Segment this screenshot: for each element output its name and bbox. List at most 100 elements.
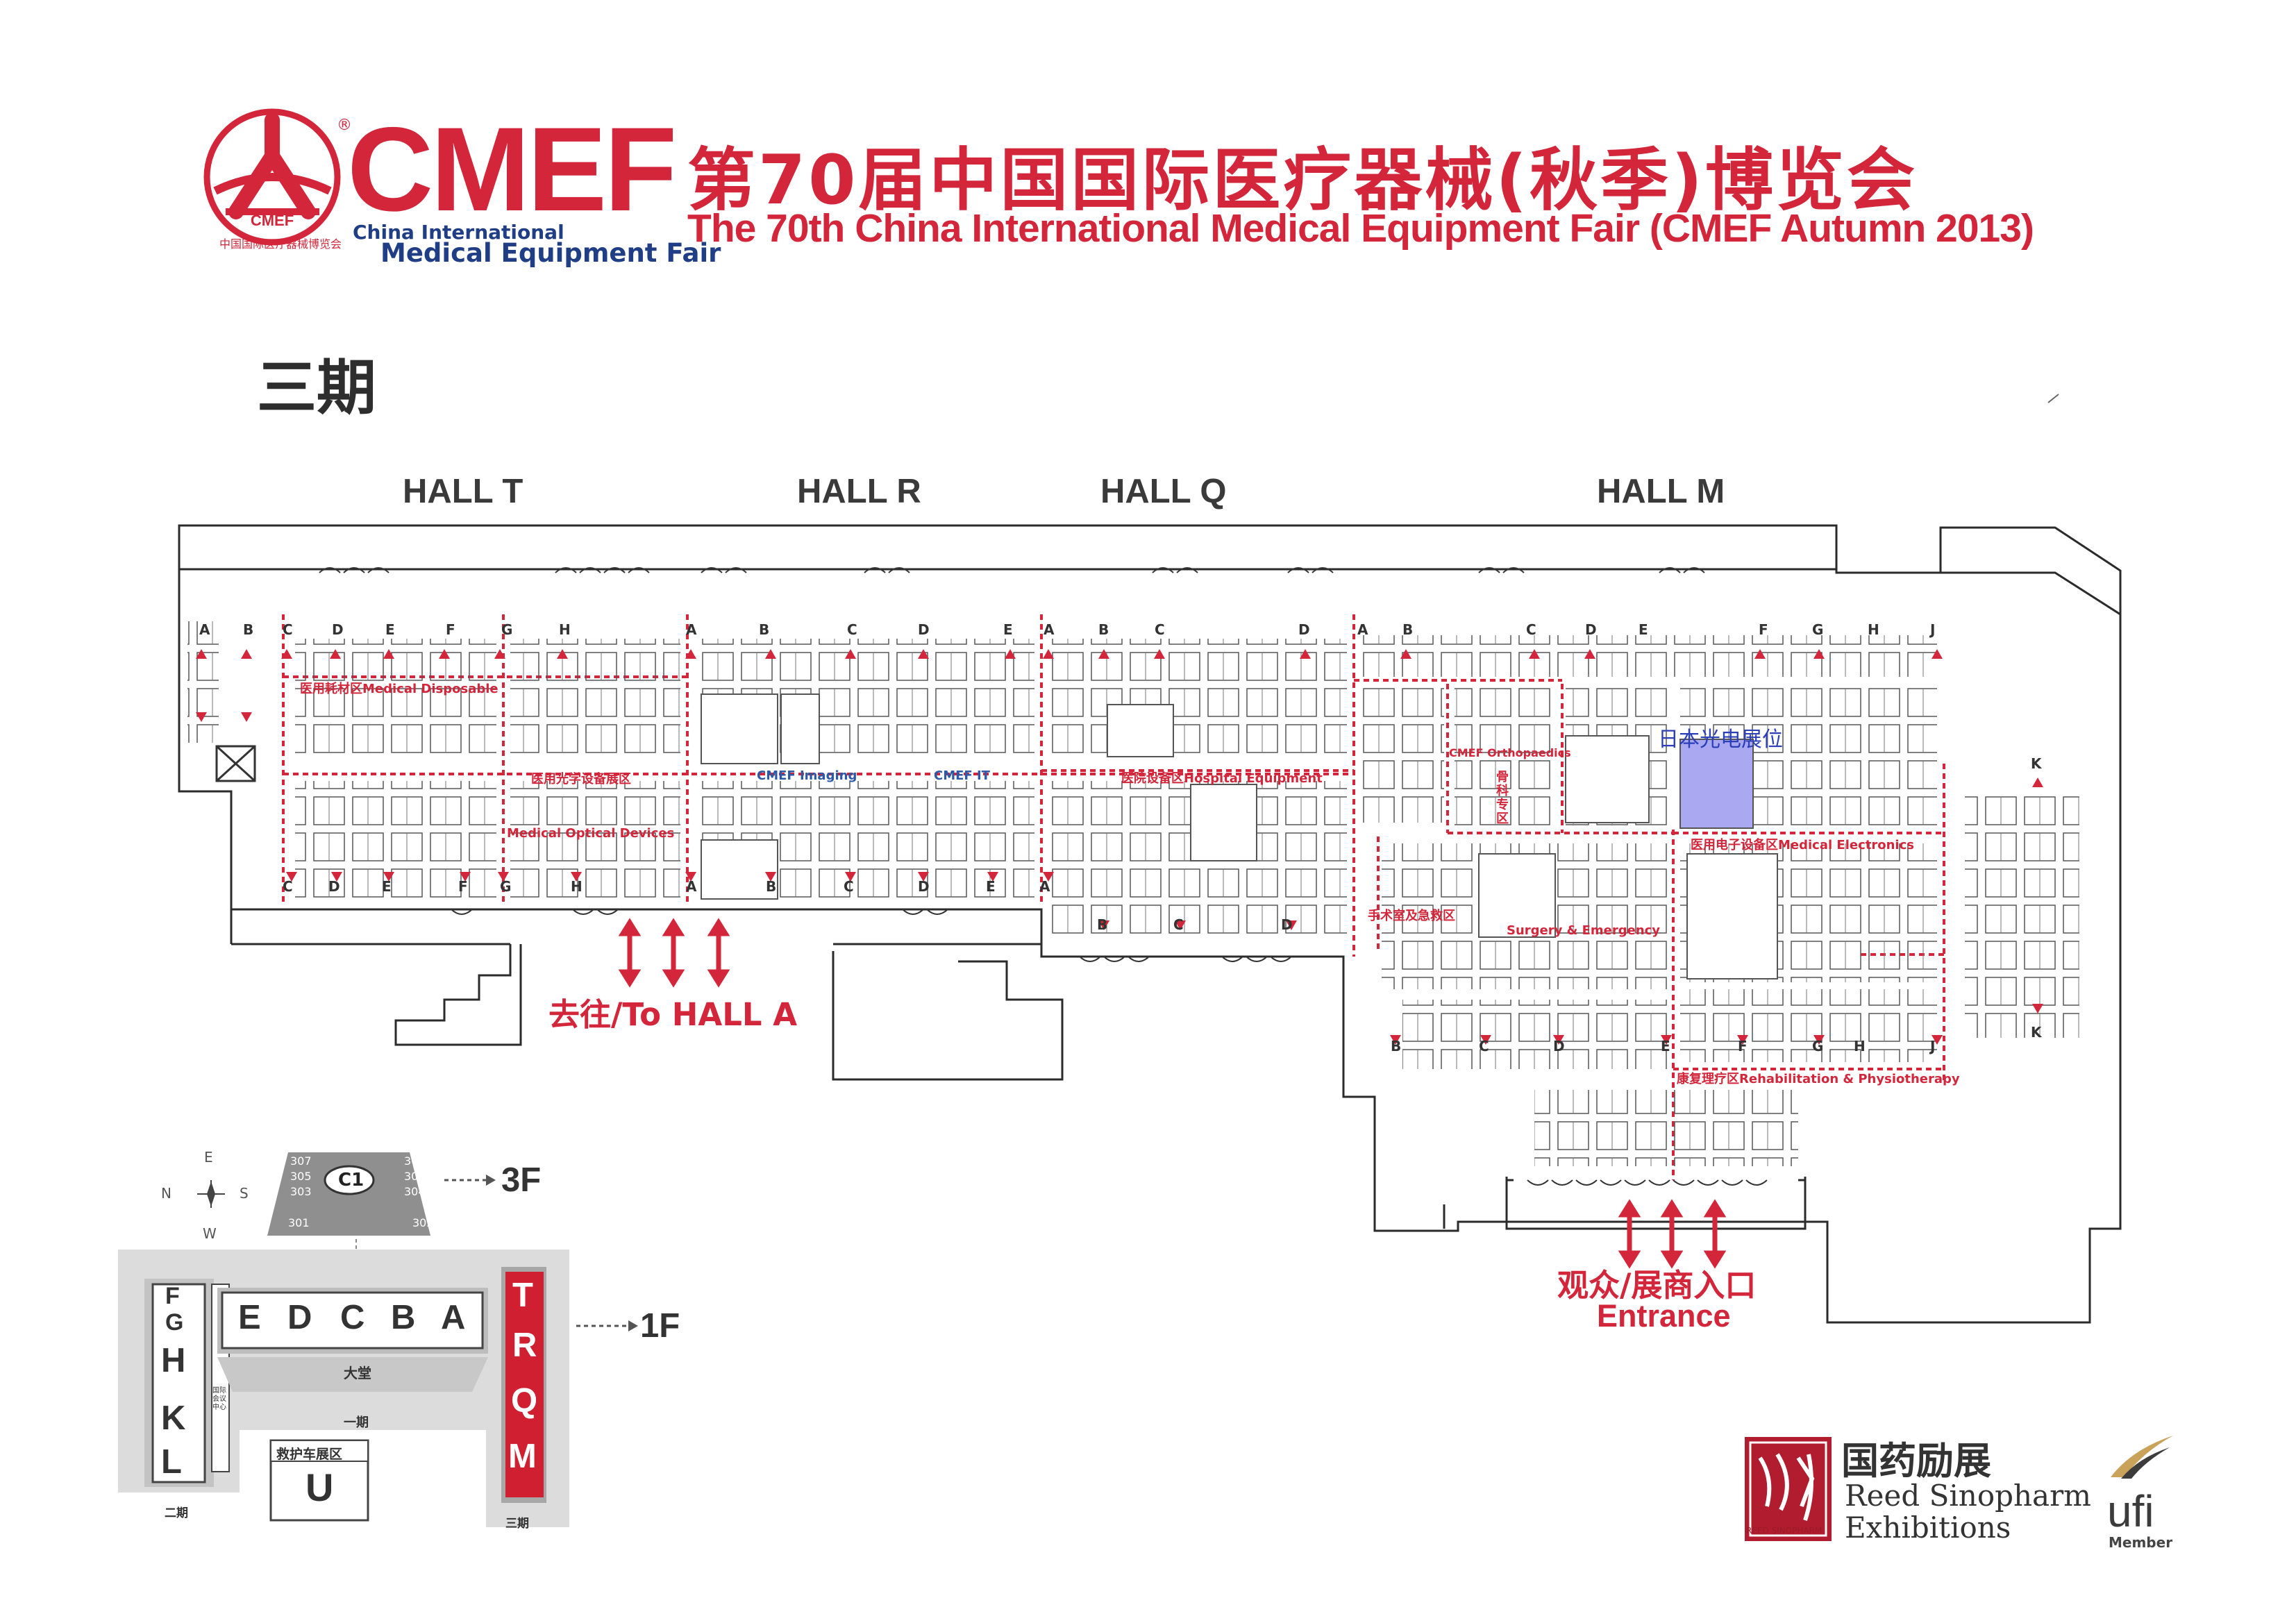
row-letter: G [1812,1038,1824,1054]
room-label: 304 [404,1185,426,1198]
row-letter: C [1155,621,1165,638]
row-letter: H [1868,621,1879,638]
zone-surgery-en: Surgery & Emergency [1507,923,1661,938]
logo-chinese-caption: 中国国际医疗器械博览会 [219,237,342,251]
row-letter: E [1003,621,1013,638]
site-ambulance-area: 救护车展区 [276,1447,343,1462]
site-hall-a: A [441,1299,466,1336]
ufi-member-label: Member [2109,1534,2173,1551]
hall-m-title: HALL M [1597,473,1725,510]
stairwells [215,745,256,782]
site-hall-h: H [161,1342,186,1379]
row-letter: J [1930,621,1936,638]
row-letter: H [559,621,571,638]
floor-3f-label: 3F [501,1161,542,1199]
row-letter: C [1173,916,1184,933]
ufi-swoosh-icon [2111,1436,2173,1479]
site-hall-e: E [238,1299,261,1336]
compass-s: S [240,1185,249,1202]
row-letter: E [986,878,996,895]
row-letter: A [1039,878,1050,895]
organizer-name-en-line1: Reed Sinopharm [1845,1479,2091,1513]
row-arrows [196,649,2043,1045]
site-upper-rooms-right: 308 306 304 [404,1154,426,1200]
building-outline [178,524,2122,1324]
row-letter: C [1526,621,1536,638]
site-side-note: 国际会议中心 [212,1387,226,1411]
row-letter: A [686,878,697,895]
cmef-wordmark: CMEF [347,103,677,236]
row-letter: G [501,621,513,638]
row-letter: E [1639,621,1648,638]
to-hall-a-label: 去往/To HALL A [548,996,798,1033]
site-hall-d: D [287,1299,312,1336]
compass-n: N [161,1185,171,1202]
entrance-arrows [1618,1199,1727,1269]
row-letter: E [1661,1038,1670,1054]
phase-label: 三期 [257,353,376,423]
row-letter: D [918,878,930,895]
doors [319,567,1768,1186]
site-hall-m: M [508,1438,537,1475]
room-label: 302 [412,1216,434,1229]
zone-medical-electronics: 医用电子设备区Medical Electronics [1691,838,1914,852]
row-letter: K [2031,755,2042,772]
room-label: 301 [288,1216,310,1229]
to-hall-a-arrows [618,918,730,988]
site-hall-g: G [165,1309,184,1336]
row-letter: A [1357,621,1368,638]
hall-t-title: HALL T [403,473,523,510]
row-letter: E [382,878,392,895]
zone-medical-disposable: 医用耗材区Medical Disposable [300,682,498,696]
zone-orthopaedics-cn: 骨科专区 [1496,770,1509,826]
zone-optical-cn: 医用光学设备展区 [531,772,631,787]
room-label: 307 [290,1154,312,1168]
row-letter: G [500,878,512,895]
room-label: 305 [290,1170,312,1183]
ufi-logo: ufi [2107,1486,2154,1536]
row-letter: B [766,878,777,895]
zone-surgery-cn: 手术室及急救区 [1368,909,1455,923]
compass-w: W [203,1225,217,1242]
zone-optical-en: Medical Optical Devices [507,826,675,841]
row-letter: F [1759,621,1768,638]
row-letter: A [686,621,697,638]
row-letter: A [199,621,210,638]
row-letter: C [283,621,293,638]
row-letter: C [847,621,857,638]
row-letter: B [1098,621,1109,638]
registered-mark: ® [337,117,352,134]
row-letter: D [1553,1038,1565,1054]
site-upper-rooms-left: 307 305 303 [290,1154,312,1200]
site-hall-u: U [305,1465,334,1509]
row-letter: D [1585,621,1597,638]
site-hall-c: C [340,1299,365,1336]
row-letter: D [1281,916,1293,933]
zone-it-logo: CMEF IT [934,768,990,783]
row-letter: A [1044,621,1055,638]
page-title-chinese: 第70届中国国际医疗器械(秋季)博览会 [687,141,1918,220]
logo-subtitle-line2: Medical Equipment Fair [380,238,721,268]
row-letter: C [844,878,854,895]
entrance-label-en: Entrance [1597,1298,1731,1334]
large-booths [701,693,1778,979]
site-hall-q: Q [511,1382,538,1420]
page-title-english: The 70th China International Medical Equ… [687,206,2034,251]
row-letter: D [918,621,930,638]
japan-highlight-booth [1679,739,1754,829]
site-lobby: 大堂 [344,1365,371,1381]
organizer-name-cn: 国药励展 [1841,1439,1991,1483]
row-letter: C [1479,1038,1489,1054]
reed-seal-caption: REED SINOPHARM [1746,1526,1822,1536]
row-letter: G [1812,621,1824,638]
room-label: 306 [404,1170,426,1183]
row-letter: H [571,878,583,895]
zone-hospital-equipment: 医院设备区Hospital Equipment [1121,771,1323,786]
cmef-emblem-icon: CMEF [203,108,341,246]
reed-seal-icon [1745,1437,1832,1541]
row-letter: F [1738,1038,1748,1054]
room-label: 308 [404,1154,426,1168]
row-letter: C [283,878,293,895]
hall-r-title: HALL R [797,473,921,510]
organizer-name-en-line2: Exhibitions [1845,1511,2011,1545]
